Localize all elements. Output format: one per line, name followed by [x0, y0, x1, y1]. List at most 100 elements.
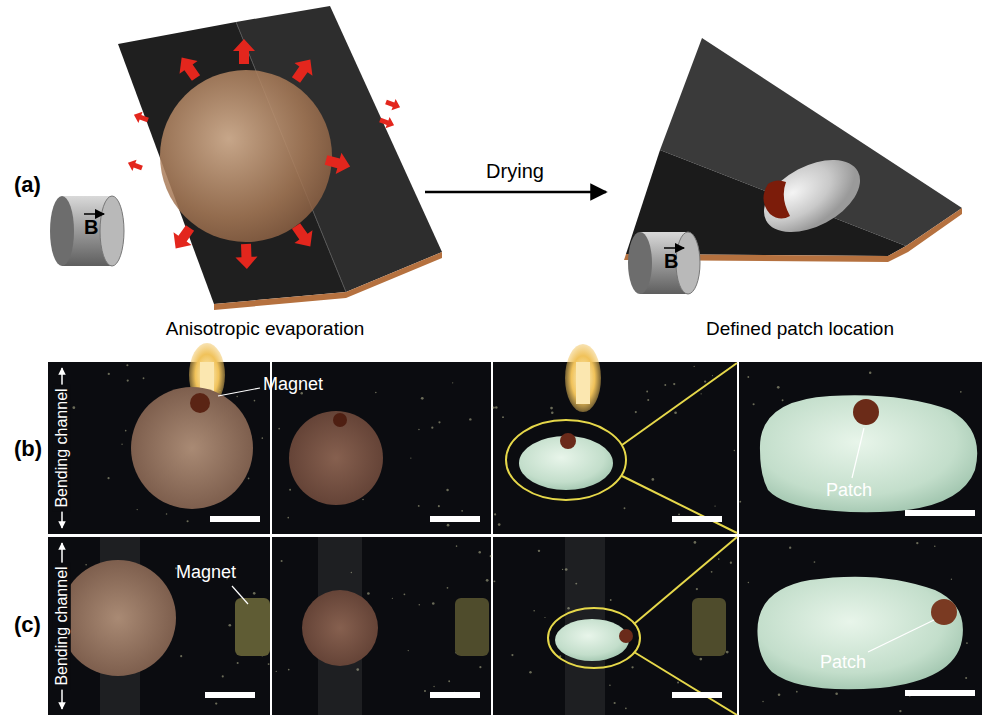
speck	[493, 580, 495, 582]
evaporation-arrow	[167, 222, 199, 255]
dried-droplet	[555, 619, 629, 661]
speck	[550, 407, 553, 410]
speck	[609, 684, 611, 686]
speck	[287, 517, 289, 519]
step-caption: Anisotropic evaporation	[166, 318, 365, 340]
speck	[899, 710, 901, 712]
speck	[404, 593, 406, 595]
callout-label: Patch	[826, 480, 872, 501]
field-symbol: B	[664, 250, 678, 273]
scale-bar	[430, 516, 480, 522]
speck	[762, 701, 763, 702]
magnet	[692, 598, 726, 656]
speck	[502, 416, 504, 418]
speck	[778, 693, 781, 696]
magnet-back	[628, 232, 652, 294]
droplet	[131, 387, 253, 509]
speck	[624, 507, 626, 509]
speck	[734, 450, 735, 451]
patch	[619, 629, 633, 643]
speck	[646, 391, 648, 393]
magnet-back	[50, 196, 74, 266]
speck	[677, 681, 679, 683]
speck	[137, 509, 138, 510]
photo-background	[48, 537, 982, 715]
speck	[281, 560, 283, 562]
speck	[533, 610, 535, 612]
speck	[215, 702, 217, 704]
speck	[694, 541, 697, 544]
speck	[438, 421, 440, 423]
speck	[248, 478, 250, 480]
magnet-face	[100, 196, 124, 266]
speck	[448, 680, 450, 682]
speck	[551, 411, 554, 414]
photo-row	[48, 537, 982, 715]
magnet	[235, 598, 270, 656]
evaporation-arrow	[323, 149, 353, 177]
magnet-glow	[565, 344, 601, 412]
magnet-face	[676, 232, 700, 294]
speck	[694, 366, 695, 367]
zoom-line	[634, 537, 737, 624]
speck	[438, 505, 440, 507]
panel-label: (c)	[14, 612, 41, 637]
speck	[452, 382, 453, 383]
panel-gap	[270, 537, 272, 715]
axis-label: Bending channel	[53, 384, 71, 511]
speck	[166, 513, 168, 515]
vector-arrow	[84, 213, 104, 215]
evaporation-arrow	[126, 157, 144, 173]
zoom-line	[622, 363, 737, 445]
speck	[424, 690, 426, 692]
panel-gap	[737, 537, 739, 715]
speck	[486, 579, 489, 582]
speck	[789, 546, 791, 548]
speck	[262, 437, 264, 439]
speck	[367, 592, 370, 595]
speck	[143, 377, 145, 379]
speck	[747, 376, 749, 378]
speck	[951, 579, 952, 580]
speck	[673, 383, 675, 385]
dried-droplet	[757, 577, 962, 690]
speck	[108, 373, 110, 375]
speck	[276, 671, 277, 672]
patch	[853, 399, 879, 425]
panel-a	[50, 6, 962, 310]
evaporation-arrow	[233, 39, 255, 64]
evaporation-arrow	[287, 53, 319, 86]
zoom-line	[634, 652, 737, 715]
speck	[408, 650, 409, 651]
speck	[419, 604, 421, 606]
leader-line	[868, 620, 934, 652]
speck	[492, 406, 494, 408]
speck	[107, 477, 109, 479]
speck	[544, 617, 545, 618]
speck	[254, 400, 256, 402]
speck	[726, 651, 729, 654]
speck	[635, 411, 637, 413]
speck	[479, 666, 481, 668]
speck	[796, 691, 798, 693]
speck	[777, 386, 780, 389]
speck	[934, 545, 936, 547]
speck	[461, 510, 463, 512]
callout-label: Magnet	[176, 562, 236, 583]
speck	[700, 393, 701, 394]
speck	[432, 602, 435, 605]
process-arrow	[425, 191, 606, 194]
magnet	[455, 598, 489, 656]
dried-droplet	[752, 145, 872, 247]
speck	[712, 375, 713, 376]
speck	[699, 658, 702, 661]
speck	[187, 520, 189, 522]
patch	[190, 393, 210, 413]
panel-label: (a)	[14, 172, 41, 197]
panel-gap	[491, 362, 493, 534]
axis-label: Bending channel	[53, 562, 71, 689]
speck	[625, 707, 627, 709]
speck	[418, 429, 420, 431]
speck	[121, 444, 122, 445]
